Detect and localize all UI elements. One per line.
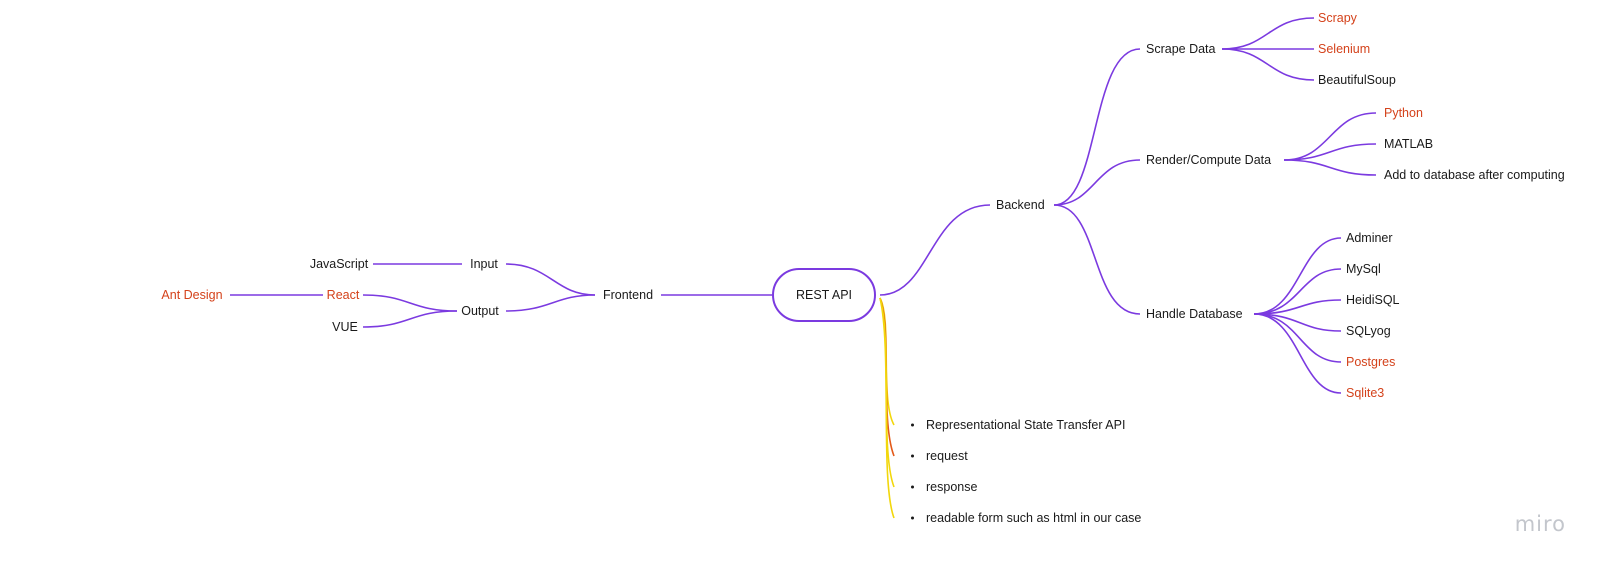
- node-python[interactable]: Python: [1384, 105, 1423, 120]
- connector-db-postgres: [1253, 313, 1342, 363]
- note-response[interactable]: response: [926, 480, 978, 494]
- node-vue[interactable]: VUE: [332, 319, 358, 334]
- node-adminer[interactable]: Adminer: [1346, 230, 1393, 245]
- node-selenium[interactable]: Selenium: [1318, 41, 1371, 56]
- node-sqlite3[interactable]: Sqlite3: [1346, 385, 1385, 400]
- connector-db-sqlite3: [1253, 313, 1342, 394]
- connector-db-sqlyog: [1253, 313, 1342, 332]
- connector-note-4: [879, 297, 895, 519]
- node-scrape-data[interactable]: Scrape Data: [1146, 41, 1216, 56]
- root-label: REST API: [795, 288, 853, 302]
- node-scrapy[interactable]: Scrapy: [1318, 10, 1357, 25]
- note-representational-state-transfer[interactable]: Representational State Transfer API: [926, 418, 1126, 432]
- node-output[interactable]: Output: [461, 303, 499, 318]
- node-render-compute[interactable]: Render/Compute Data: [1146, 152, 1272, 167]
- note-request[interactable]: request: [926, 449, 968, 463]
- connector-db-mysql: [1253, 268, 1342, 315]
- connector-root-backend: [879, 204, 991, 296]
- connector-output-react: [362, 294, 458, 312]
- node-frontend[interactable]: Frontend: [602, 287, 654, 302]
- node-add-to-database[interactable]: Add to database after computing: [1384, 167, 1565, 182]
- connector-frontend-output: [505, 294, 596, 312]
- node-sqlyog[interactable]: SQLyog: [1346, 323, 1391, 338]
- note-bullet: [911, 516, 914, 520]
- connector-render-matlab: [1283, 143, 1377, 161]
- node-handle-database[interactable]: Handle Database: [1146, 306, 1243, 321]
- node-javascript[interactable]: JavaScript: [309, 256, 369, 271]
- connector-backend-database: [1053, 204, 1141, 315]
- note-bullet: [911, 485, 914, 489]
- node-heidisql[interactable]: HeidiSQL: [1346, 292, 1400, 307]
- miro-watermark-logo: miro: [1514, 512, 1566, 536]
- note-bullet: [911, 454, 914, 458]
- connector-frontend-input: [505, 263, 596, 296]
- note-readable-form[interactable]: readable form such as html in our case: [926, 511, 1142, 525]
- note-bullet: [911, 423, 914, 427]
- node-react[interactable]: React: [326, 287, 360, 302]
- connector-render-python: [1283, 112, 1377, 161]
- root-node-rest-api[interactable]: REST API: [772, 268, 876, 322]
- node-ant-design[interactable]: Ant Design: [161, 287, 223, 302]
- connector-backend-render: [1053, 159, 1141, 206]
- connector-db-adminer: [1253, 237, 1342, 315]
- connector-output-vue: [362, 310, 458, 328]
- node-mysql[interactable]: MySql: [1346, 261, 1381, 276]
- node-beautifulsoup[interactable]: BeautifulSoup: [1318, 72, 1396, 87]
- node-input[interactable]: Input: [470, 256, 498, 271]
- node-backend[interactable]: Backend: [996, 197, 1045, 212]
- connector-scrape-beautifulsoup: [1221, 48, 1315, 81]
- connector-backend-scrape: [1053, 48, 1141, 206]
- node-matlab[interactable]: MATLAB: [1384, 136, 1434, 151]
- node-postgres[interactable]: Postgres: [1346, 354, 1396, 369]
- connector-render-add: [1283, 159, 1377, 176]
- connector-db-heidisql: [1253, 299, 1342, 315]
- connector-scrape-scrapy: [1221, 17, 1315, 50]
